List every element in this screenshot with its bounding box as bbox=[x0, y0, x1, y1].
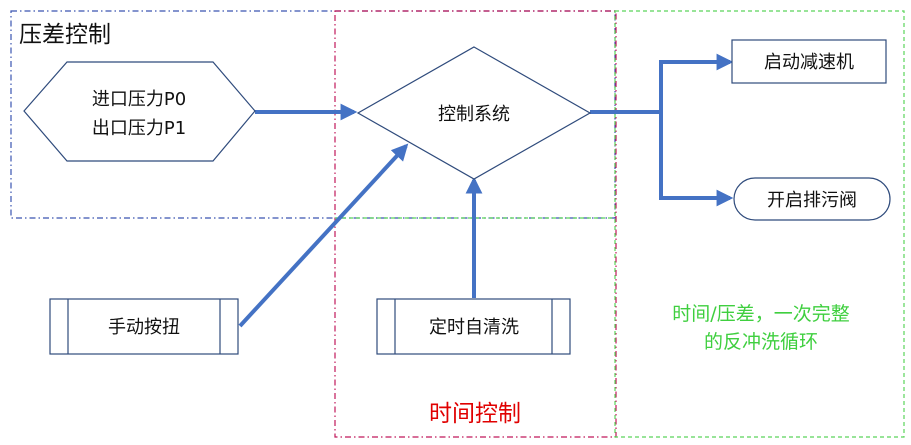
control-system-label: 控制系统 bbox=[438, 104, 510, 125]
inlet-pressure-label: 进口压力P0 bbox=[92, 89, 186, 110]
timed-cleaning-label: 定时自清洗 bbox=[429, 317, 519, 338]
start-reducer-label: 启动减速机 bbox=[764, 52, 854, 73]
arrow-split-to-reducer bbox=[659, 53, 734, 112]
timed-cleaning-node: 定时自清洗 bbox=[376, 298, 571, 355]
outlet-pressure-label: 出口压力P1 bbox=[92, 118, 186, 139]
manual-button-node: 手动按扭 bbox=[49, 298, 239, 355]
time-control-region bbox=[334, 10, 617, 438]
arrow-manual-to-control bbox=[238, 143, 409, 328]
pressure-input-node: 进口压力P0 出口压力P1 bbox=[23, 61, 256, 162]
open-drain-valve-node: 开启排污阀 bbox=[733, 177, 891, 221]
start-reducer-node: 启动减速机 bbox=[731, 39, 887, 84]
cycle-note-line2: 的反冲洗循环 bbox=[704, 331, 818, 353]
manual-button-label: 手动按扭 bbox=[108, 317, 180, 338]
pressure-control-label: 压差控制 bbox=[19, 22, 111, 48]
cycle-note-line1: 时间/压差，一次完整 bbox=[672, 303, 849, 325]
arrow-split-to-drain-valve bbox=[659, 112, 734, 207]
time-control-label: 时间控制 bbox=[429, 401, 521, 427]
control-system-node: 控制系统 bbox=[356, 46, 592, 180]
open-drain-valve-label: 开启排污阀 bbox=[767, 190, 857, 211]
